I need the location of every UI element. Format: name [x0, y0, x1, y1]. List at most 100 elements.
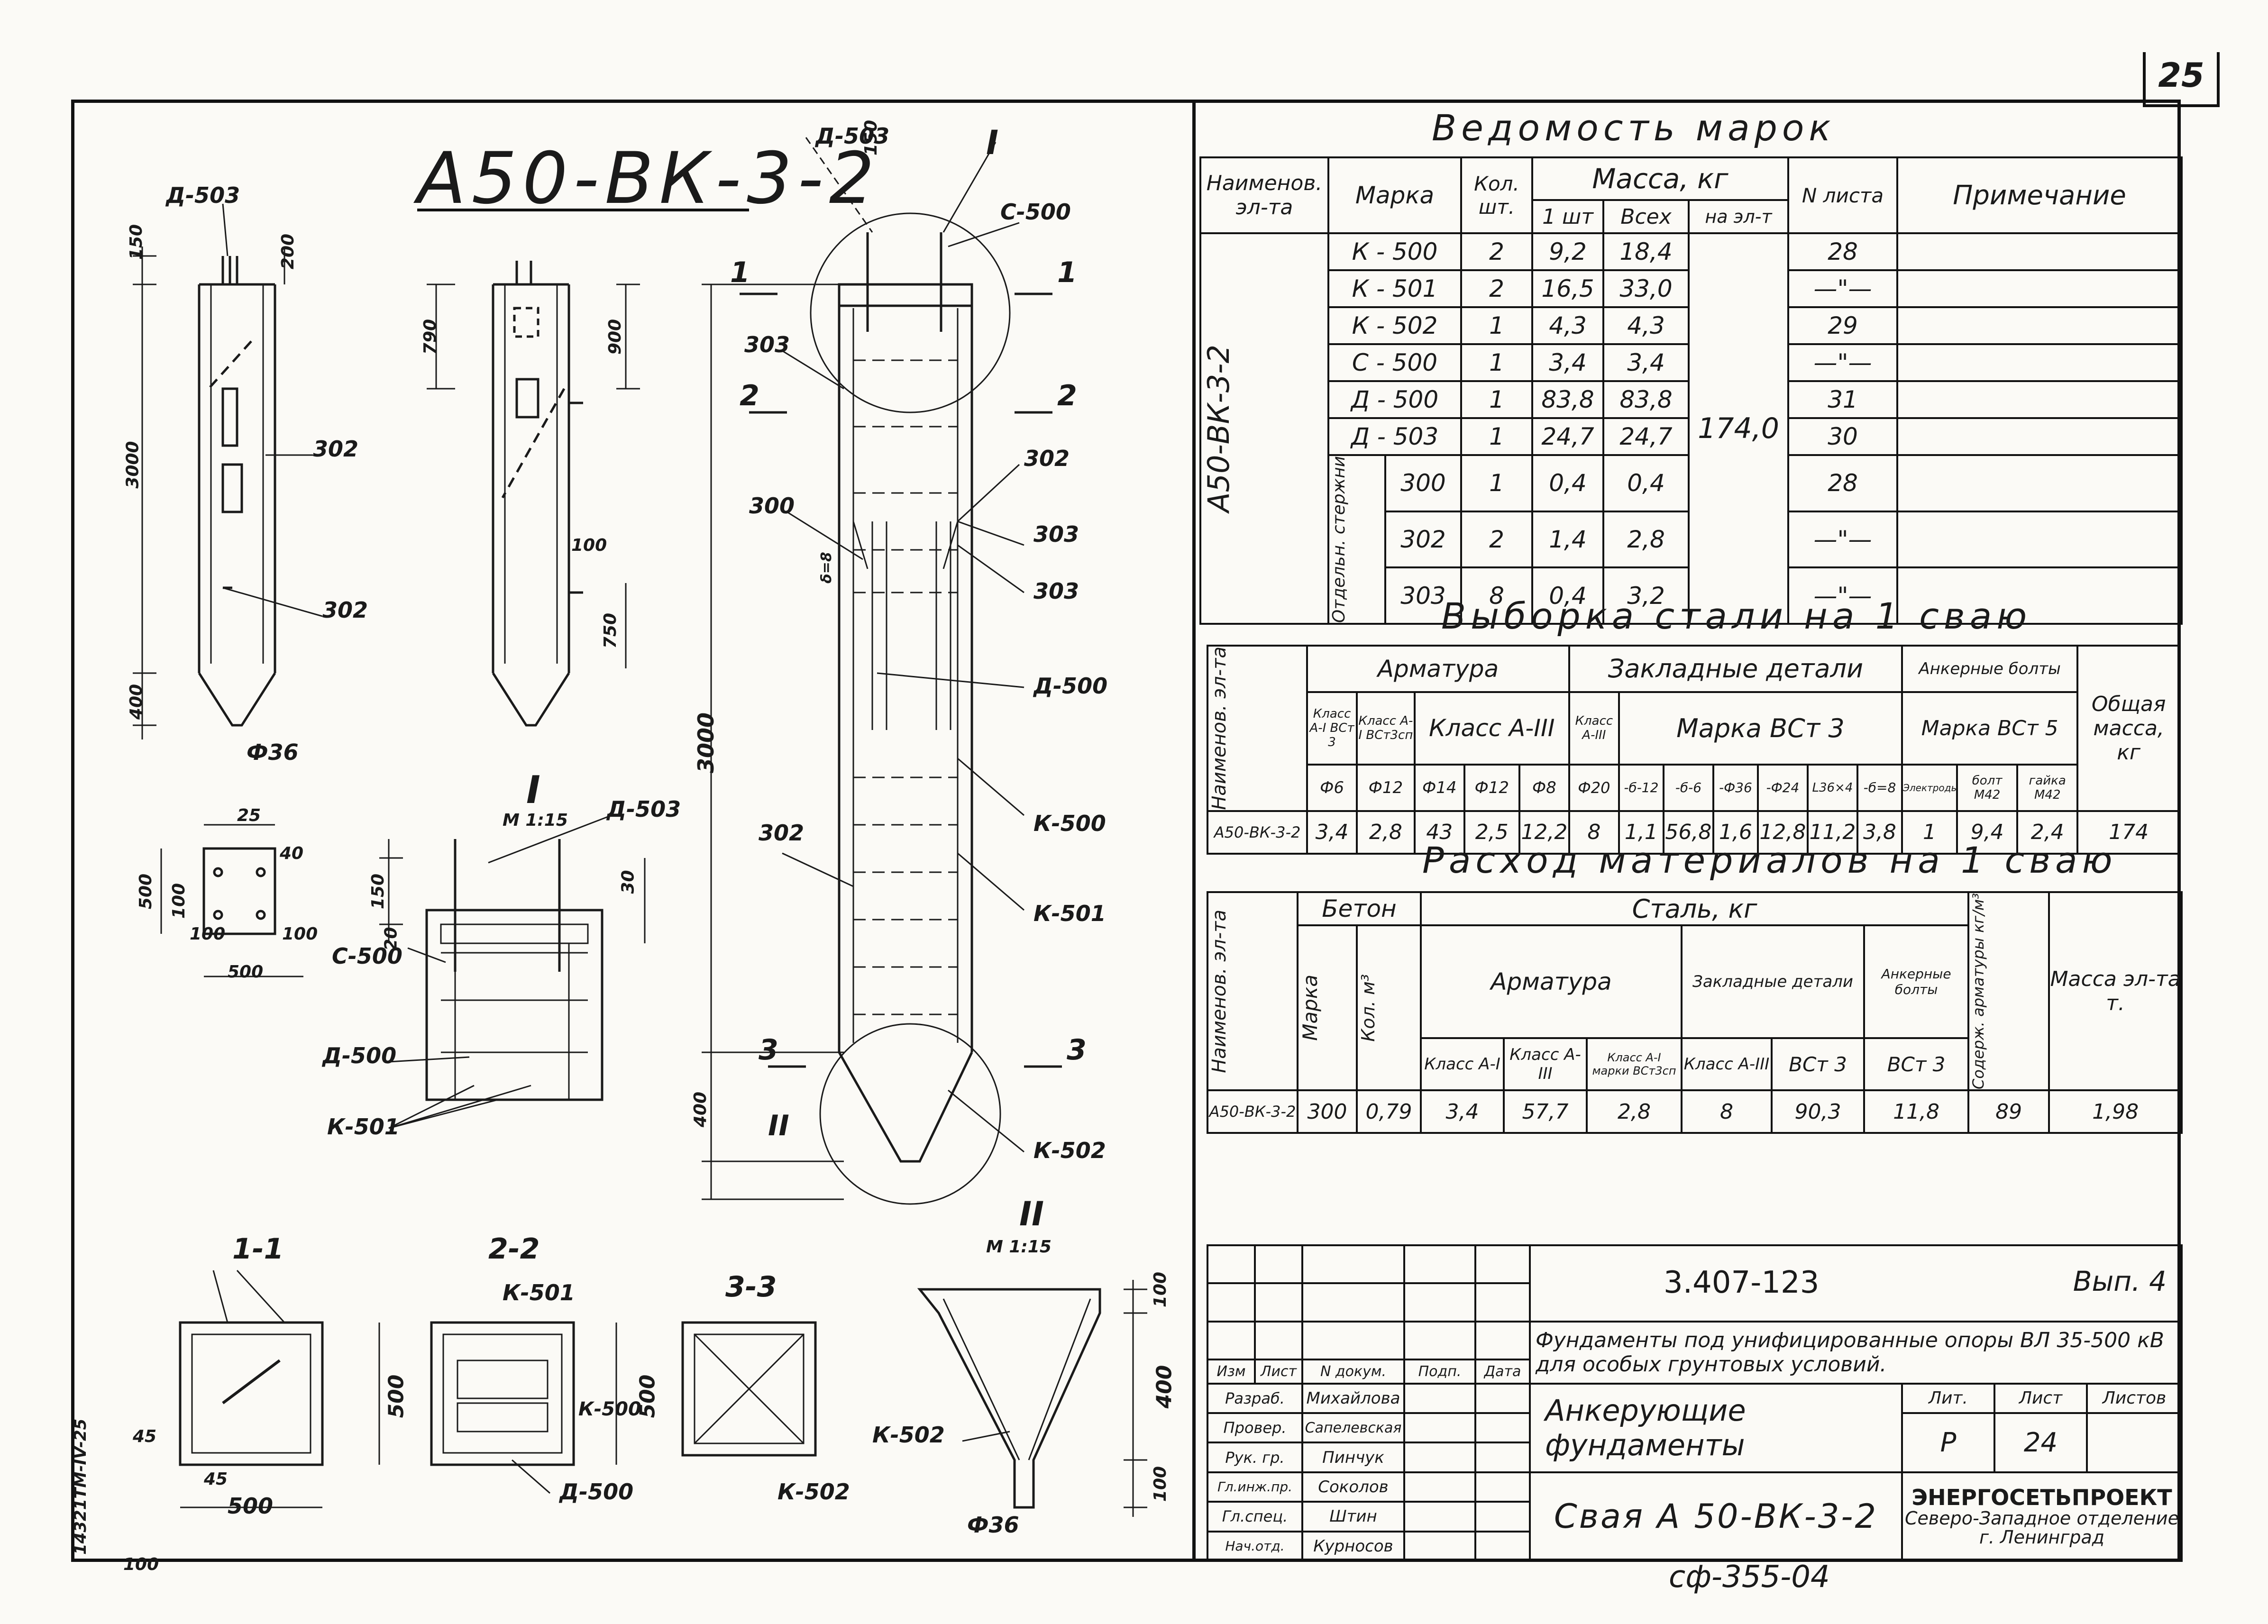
- cell: 16,5: [1531, 269, 1605, 308]
- subcol: -б-6: [1662, 764, 1714, 812]
- cell: 3,4: [1602, 343, 1690, 382]
- col-klass-a1sp: Класс А-I ВСт3сп: [1356, 691, 1416, 766]
- dim-label: 45: [204, 1469, 228, 1489]
- dim-label: 500: [635, 1374, 660, 1418]
- cell: 4,3: [1602, 306, 1690, 345]
- subcol: гайка М42: [2016, 764, 2079, 812]
- doc-description: Фундаменты под унифицированные опоры ВЛ …: [1529, 1320, 2183, 1385]
- col-listov-h: Листов: [2086, 1382, 2183, 1414]
- mark-label: С-500: [1000, 199, 1071, 225]
- dim-label: 100: [1151, 1466, 1171, 1502]
- cell: 0,4: [1531, 566, 1605, 625]
- mark-label: 302: [759, 820, 805, 846]
- mark-label: 303: [1033, 578, 1079, 604]
- col-massa: Масса, кг: [1531, 156, 1790, 201]
- cell: 30: [1787, 417, 1899, 456]
- col-zaklad: Закладные детали: [1568, 645, 1903, 693]
- dim-label: 40: [280, 844, 304, 863]
- cell: Д - 500: [1327, 380, 1463, 419]
- col-list: N листа: [1787, 156, 1899, 234]
- cell: [1474, 1382, 1531, 1414]
- title-block: 3.407-123 Вып. 4 Фундаменты под унифицир…: [1207, 1244, 2183, 1562]
- cell: 2,8: [1586, 1089, 1683, 1134]
- col-kol: Кол. шт.: [1460, 156, 1534, 234]
- col-soder: Содерж. арматуры кг/м³: [1967, 891, 2050, 1092]
- cell: [1301, 1282, 1405, 1323]
- dim-label: 3000: [693, 712, 719, 774]
- role: Гл.инж.пр.: [1207, 1471, 1303, 1503]
- cell: К - 500: [1327, 232, 1463, 271]
- cell: [1301, 1320, 1405, 1361]
- cell: А50-ВК-3-2: [1206, 810, 1308, 855]
- cell: [1254, 1244, 1303, 1285]
- cell: 28: [1787, 454, 1899, 512]
- col-beton: Бетон: [1296, 891, 1422, 926]
- dim-label: 20: [381, 927, 401, 951]
- dim-label: 150: [861, 119, 881, 156]
- section-scale: М 1:15: [986, 1237, 1052, 1257]
- dim-label: 400: [1152, 1365, 1177, 1409]
- cell: А50-ВК-3-2: [1207, 1089, 1299, 1134]
- col-ankern: Анкерные болты: [1901, 645, 2079, 693]
- cell: 11,8: [1863, 1089, 1970, 1134]
- cell: 2,8: [1356, 810, 1416, 855]
- element-name: А50-ВК-3-2: [1199, 232, 1329, 625]
- cell: 90,3: [1771, 1089, 1866, 1134]
- cell: 83,8: [1531, 380, 1605, 419]
- mark-label: Д-500: [559, 1479, 634, 1505]
- cell: 1,98: [2048, 1089, 2183, 1134]
- cell: [1403, 1320, 1476, 1361]
- cell: 0,79: [1355, 1089, 1422, 1134]
- mark-label: К-502: [1033, 1138, 1106, 1163]
- col-klass-a1: Класс А-I ВСт 3: [1306, 691, 1358, 766]
- signature: [1403, 1530, 1476, 1562]
- col-total: Общая масса, кг: [2076, 645, 2181, 812]
- col-mall: Всех: [1602, 199, 1690, 234]
- cell: [1474, 1412, 1531, 1444]
- col-klass-a3: Класс А-III: [1413, 691, 1570, 766]
- mark-label: Д-503: [166, 182, 240, 208]
- cell: 2,8: [1602, 510, 1690, 569]
- role: Нач.отд.: [1207, 1530, 1303, 1562]
- cell: 1,4: [1531, 510, 1605, 569]
- dim-label: 500: [228, 1493, 274, 1519]
- vyborka-table: Наименов. эл-та Арматура Закладные детал…: [1206, 645, 2181, 855]
- middle-pile-elevation: [427, 261, 640, 727]
- cell: [1896, 232, 2183, 271]
- person: Соколов: [1301, 1471, 1405, 1503]
- col-izm: Изм: [1207, 1359, 1256, 1385]
- detail-I: [379, 814, 646, 1129]
- col-data: Дата: [1474, 1359, 1531, 1385]
- person: Курносов: [1301, 1530, 1405, 1562]
- cell: 2,5: [1463, 810, 1520, 855]
- cell: 0,4: [1602, 454, 1690, 512]
- mark-label: 303: [744, 332, 790, 357]
- cell: 1: [1460, 417, 1534, 456]
- mark-label: I: [986, 123, 999, 162]
- cell: 43: [1413, 810, 1465, 855]
- mark-label: 302: [313, 436, 359, 462]
- cell: 1: [1460, 343, 1534, 382]
- cell: 2: [1460, 269, 1534, 308]
- role: Разраб.: [1207, 1382, 1303, 1414]
- cell: С - 500: [1327, 343, 1463, 382]
- page-number: 25: [2158, 56, 2204, 95]
- doc-code: 3.407-123: [1664, 1265, 1820, 1300]
- subcol: -б-12: [1618, 764, 1664, 812]
- col-klass-a3: Класс А-III: [1503, 1037, 1588, 1092]
- section-caption: I: [526, 768, 540, 812]
- section-3-3: [681, 1321, 817, 1457]
- dim-label: 500: [228, 962, 264, 982]
- cell: [1403, 1282, 1476, 1323]
- cell: К - 501: [1327, 269, 1463, 308]
- col-z-marka: Марка ВСт 3: [1618, 691, 1903, 766]
- cell: 0,4: [1531, 454, 1605, 512]
- dim-label: 100: [190, 924, 226, 944]
- cell: [1896, 269, 2183, 308]
- sheet-divider-v: [1192, 100, 1196, 1562]
- org-city: г. Ленинград: [1979, 1526, 2105, 1548]
- cell: 89: [1967, 1089, 2050, 1134]
- cell: 33,0: [1602, 269, 1690, 308]
- col-marka: Марка: [1327, 156, 1463, 234]
- section-1-1: [179, 1269, 380, 1508]
